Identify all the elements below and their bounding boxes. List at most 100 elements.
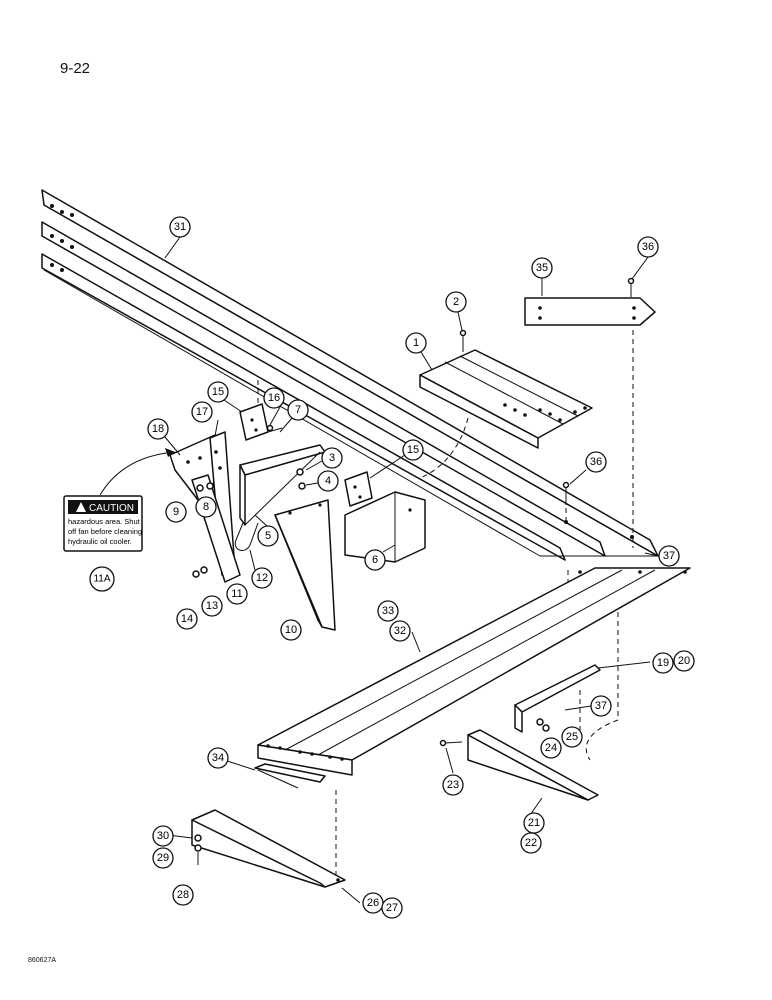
svg-text:11A: 11A xyxy=(93,574,110,585)
bracket-21-22 xyxy=(467,729,599,801)
svg-text:14: 14 xyxy=(181,613,193,625)
bolt-36-top xyxy=(627,277,635,297)
gusset-10 xyxy=(274,499,336,631)
callout-13: 13 xyxy=(201,595,223,617)
callout-1: 1 xyxy=(405,332,427,354)
caution-decal-11A: CAUTION hazardous area. Shut off fan bef… xyxy=(63,448,176,552)
callout-14: 14 xyxy=(176,608,198,630)
svg-text:23: 23 xyxy=(447,779,459,791)
callout-17: 17 xyxy=(191,401,213,423)
callout-37: 37 xyxy=(658,545,680,567)
callout-37: 37 xyxy=(590,695,612,717)
callout-36: 36 xyxy=(585,451,607,473)
svg-text:33: 33 xyxy=(382,605,394,617)
page-number: 9-22 xyxy=(60,60,91,77)
clip-angle-15-upper xyxy=(239,403,269,441)
svg-text:3: 3 xyxy=(329,452,335,464)
svg-text:27: 27 xyxy=(386,902,398,914)
callout-8: 8 xyxy=(195,496,217,518)
caution-decal-line-1: hazardous area. Shut xyxy=(68,517,141,526)
callout-23: 23 xyxy=(442,774,464,796)
hardware-16-7 xyxy=(266,424,283,433)
svg-text:26: 26 xyxy=(367,897,379,909)
callout-10: 10 xyxy=(280,619,302,641)
svg-text:18: 18 xyxy=(152,423,164,435)
bar-34 xyxy=(254,763,326,783)
svg-text:32: 32 xyxy=(394,625,406,637)
svg-text:36: 36 xyxy=(590,456,602,468)
svg-text:37: 37 xyxy=(663,550,675,562)
callout-31: 31 xyxy=(169,216,191,238)
svg-text:1: 1 xyxy=(413,337,419,349)
callout-26: 26 xyxy=(362,892,384,914)
channel-section-1 xyxy=(419,349,593,449)
svg-text:36: 36 xyxy=(642,241,654,253)
callout-6: 6 xyxy=(364,549,386,571)
svg-text:2: 2 xyxy=(453,296,459,308)
callout-11A: 11A xyxy=(89,566,115,592)
clip-angle-15-lower xyxy=(344,471,373,507)
lower-channel-32-33 xyxy=(257,567,691,789)
caution-decal-heading: CAUTION xyxy=(89,503,134,514)
washers-24-25 xyxy=(536,718,550,732)
svg-text:34: 34 xyxy=(212,752,224,764)
svg-text:31: 31 xyxy=(174,221,186,233)
svg-text:4: 4 xyxy=(325,475,331,487)
footer-code: 860627A xyxy=(28,957,57,964)
callout-11: 11 xyxy=(226,583,248,605)
svg-text:9: 9 xyxy=(173,506,179,518)
u-bolt-12 xyxy=(234,517,259,551)
callout-34: 34 xyxy=(207,747,229,769)
svg-text:19: 19 xyxy=(657,657,669,669)
callout-32: 32 xyxy=(389,620,411,642)
svg-text:15: 15 xyxy=(407,444,419,456)
callout-7: 7 xyxy=(287,399,309,421)
caution-decal-line-3: hydraulic oil cooler. xyxy=(68,537,132,546)
svg-text:8: 8 xyxy=(203,501,209,513)
callout-25: 25 xyxy=(561,726,583,748)
svg-text:6: 6 xyxy=(372,554,378,566)
svg-text:7: 7 xyxy=(295,404,301,416)
callout-20: 20 xyxy=(673,650,695,672)
callout-27: 27 xyxy=(381,897,403,919)
svg-text:28: 28 xyxy=(177,889,189,901)
bracket-26-27 xyxy=(191,809,346,888)
callout-9: 9 xyxy=(165,501,187,523)
svg-text:13: 13 xyxy=(206,600,218,612)
nuts-13-14 xyxy=(192,566,208,578)
callout-4: 4 xyxy=(317,470,339,492)
callout-35: 35 xyxy=(531,257,553,279)
callout-3: 3 xyxy=(321,447,343,469)
svg-text:30: 30 xyxy=(157,830,169,842)
callout-30: 30 xyxy=(152,825,174,847)
svg-text:5: 5 xyxy=(265,530,271,542)
svg-text:15: 15 xyxy=(212,386,224,398)
callout-29: 29 xyxy=(152,847,174,869)
svg-text:20: 20 xyxy=(678,655,690,667)
washers-8-9 xyxy=(196,482,214,492)
svg-text:37: 37 xyxy=(595,700,607,712)
caution-decal-line-2: off fan before cleaning xyxy=(68,527,142,536)
svg-text:35: 35 xyxy=(536,262,548,274)
svg-text:25: 25 xyxy=(566,731,578,743)
callout-36: 36 xyxy=(637,236,659,258)
callout-33: 33 xyxy=(377,600,399,622)
callout-24: 24 xyxy=(540,737,562,759)
bolt-2 xyxy=(459,329,467,352)
callout-28: 28 xyxy=(172,884,194,906)
bolt-36-lower xyxy=(562,481,570,505)
hardware-3-4 xyxy=(296,468,306,490)
svg-text:29: 29 xyxy=(157,852,169,864)
callout-16: 16 xyxy=(263,387,285,409)
svg-text:17: 17 xyxy=(196,406,208,418)
callout-15: 15 xyxy=(402,439,424,461)
svg-text:11: 11 xyxy=(231,588,242,600)
callout-19: 19 xyxy=(652,652,674,674)
callout-15: 15 xyxy=(207,381,229,403)
bolt-23 xyxy=(439,739,463,747)
svg-text:21: 21 xyxy=(528,817,540,829)
plate-35 xyxy=(524,297,656,326)
callout-18: 18 xyxy=(147,418,169,440)
hardware-28-30 xyxy=(194,834,202,865)
